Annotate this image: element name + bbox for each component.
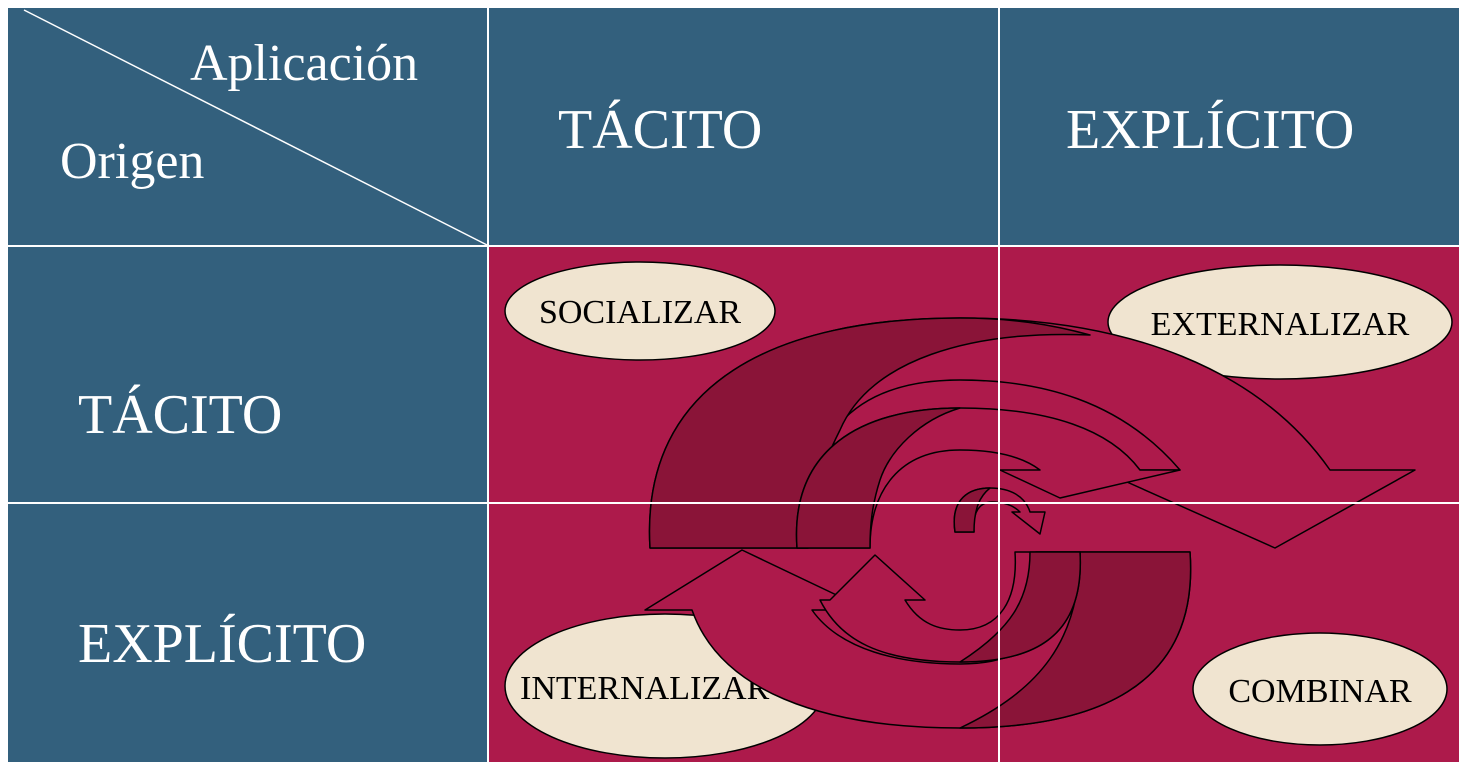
oval-label-combinar: COMBINAR [1228,673,1412,710]
column-header-tacito: TÁCITO [558,99,762,161]
corner-top-label: Aplicación [190,35,418,92]
corner-cell [8,8,487,245]
oval-socializar: SOCIALIZAR [504,261,776,361]
row-header-explicito: EXPLÍCITO [78,613,366,675]
middle-arrow-bottom [819,551,1081,663]
header-cell-explicito [1000,8,1459,245]
oval-label-internalizar: INTERNALIZAR [520,670,770,707]
knowledge-spiral-arrows [644,317,1416,729]
corner-diagonal [23,9,488,246]
row-cell-tacito [8,247,487,502]
oval-externalizar: EXTERNALIZAR [1107,264,1453,380]
grid-lines [8,22,1459,765]
oval-combinar: COMBINAR [1192,632,1448,746]
column-header-explicito: EXPLÍCITO [1066,99,1354,161]
middle-arrow-top [795,407,1181,549]
header-cell-tacito [489,8,998,245]
row-cell-explicito [8,504,487,762]
row-header-tacito: TÁCITO [78,384,282,446]
oval-label-socializar: SOCIALIZAR [539,294,741,331]
corner-bottom-label: Origen [60,133,204,190]
center-arrow [953,487,1046,535]
oval-label-externalizar: EXTERNALIZAR [1151,306,1410,343]
